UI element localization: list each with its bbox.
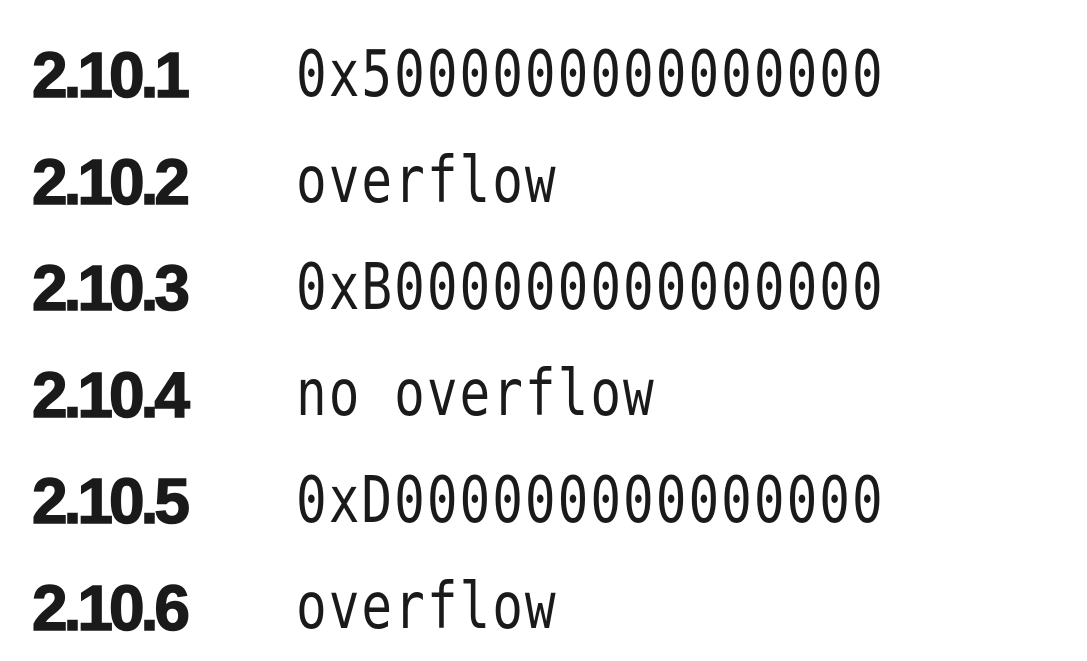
answer-value: overflow <box>296 571 558 645</box>
answer-list: 2.10.1 0x5000000000000000 2.10.2 overflo… <box>32 22 1072 661</box>
answer-value: 0x5000000000000000 <box>296 38 885 112</box>
answer-value: 0xD000000000000000 <box>296 464 885 538</box>
answer-row-2-10-4: 2.10.4 no overflow <box>32 342 1072 449</box>
exercise-number: 2.10.3 <box>32 251 296 325</box>
answer-value: no overflow <box>296 358 656 432</box>
answer-row-2-10-2: 2.10.2 overflow <box>32 129 1072 236</box>
answer-row-2-10-5: 2.10.5 0xD000000000000000 <box>32 448 1072 555</box>
exercise-number: 2.10.1 <box>32 38 296 112</box>
answer-row-2-10-1: 2.10.1 0x5000000000000000 <box>32 22 1072 129</box>
answer-value: overflow <box>296 145 558 219</box>
answer-row-2-10-3: 2.10.3 0xB000000000000000 <box>32 235 1072 342</box>
exercise-number: 2.10.2 <box>32 145 296 219</box>
exercise-number: 2.10.5 <box>32 464 296 538</box>
exercise-number: 2.10.6 <box>32 571 296 645</box>
answer-row-2-10-6: 2.10.6 overflow <box>32 555 1072 661</box>
exercise-number: 2.10.4 <box>32 358 296 432</box>
answer-value: 0xB000000000000000 <box>296 251 885 325</box>
